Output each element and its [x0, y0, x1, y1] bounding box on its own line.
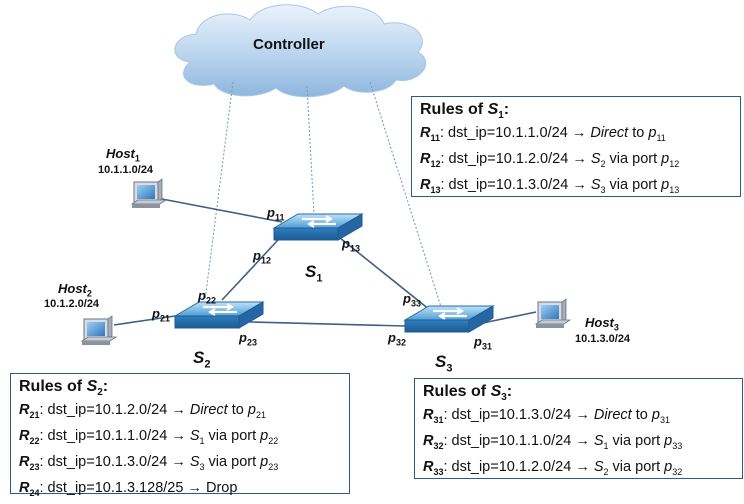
port-p11-label: p11	[267, 205, 285, 223]
rule-r13: R13: dst_ip=10.1.3.0/24 → S3 via port p1…	[420, 176, 680, 195]
host2-ip: 10.1.2.0/24	[44, 298, 100, 310]
link-s1-s3	[339, 237, 431, 311]
link-s1-s2	[221, 239, 279, 301]
rules-s2-box: Rules of S2: R21: dst_ip=10.1.2.0/24 → D…	[10, 373, 350, 498]
control-channels	[204, 81, 443, 311]
data-links	[113, 198, 537, 327]
rule-r31: R31: dst_ip=10.1.3.0/24 → Direct to p31	[423, 407, 670, 426]
host3-computer-icon	[535, 298, 571, 329]
rule-r23: R23: dst_ip=10.1.3.0/24 → S3 via port p2…	[19, 453, 279, 472]
control-link-s2	[204, 81, 234, 301]
link-host2-s2	[113, 315, 176, 326]
port-p23-label: p23	[239, 330, 257, 348]
rules-s2-title: Rules of S2:	[19, 378, 109, 399]
host1-label: Host1	[106, 146, 140, 164]
port-p33-label: p33	[403, 291, 421, 309]
controller-cloud	[174, 4, 427, 98]
switch-s3-label: S3	[435, 352, 453, 375]
link-s2-s3	[249, 321, 406, 327]
host3-label: Host3	[585, 315, 619, 333]
port-p31-label: p31	[474, 334, 492, 352]
switch-s2-label: S2	[193, 348, 211, 371]
host2-label: Host2	[58, 281, 92, 299]
rule-r22: R22: dst_ip=10.1.1.0/24 → S1 via port p2…	[19, 428, 279, 446]
host3-ip: 10.1.3.0/24	[575, 333, 631, 345]
port-p21-label: p21	[152, 306, 170, 324]
host1-ip: 10.1.1.0/24	[98, 164, 154, 176]
rules-s3-title: Rules of S3:	[423, 383, 513, 404]
switch-s1-label: S1	[305, 262, 323, 285]
rule-r12: R12: dst_ip=10.1.2.0/24 → S2 via port p1…	[420, 151, 680, 169]
rules-s3-box: Rules of S3: R31: dst_ip=10.1.3.0/24 → D…	[414, 378, 743, 479]
switch-s2-icon	[173, 300, 265, 330]
port-p32-label: p32	[388, 330, 406, 348]
switch-s3-icon	[403, 304, 495, 334]
rules-s1-box: Rules of S1: R11: dst_ip=10.1.1.0/24 → D…	[411, 96, 741, 197]
port-p13-label: p13	[342, 236, 360, 254]
rule-r11: R11: dst_ip=10.1.1.0/24 → Direct to p11	[420, 125, 666, 144]
rule-r33: R33: dst_ip=10.1.2.0/24 → S2 via port p3…	[423, 458, 683, 477]
rule-r21: R21: dst_ip=10.1.2.0/24 → Direct to p21	[19, 402, 266, 421]
control-link-s1	[306, 85, 315, 216]
host1-computer-icon	[131, 178, 167, 209]
port-p12-label: p12	[253, 248, 271, 266]
link-host1-s1	[161, 198, 283, 223]
rule-r32: R32: dst_ip=10.1.1.0/24 → S1 via port p3…	[423, 433, 683, 451]
link-s3-host3	[477, 311, 537, 325]
controller-label: Controller	[253, 36, 325, 53]
host2-computer-icon	[81, 315, 117, 346]
rules-s1-title: Rules of S1:	[420, 101, 510, 122]
rule-r24: R24: dst_ip=10.1.3.128/25 → Drop	[19, 479, 238, 498]
port-p22-label: p22	[198, 288, 216, 306]
